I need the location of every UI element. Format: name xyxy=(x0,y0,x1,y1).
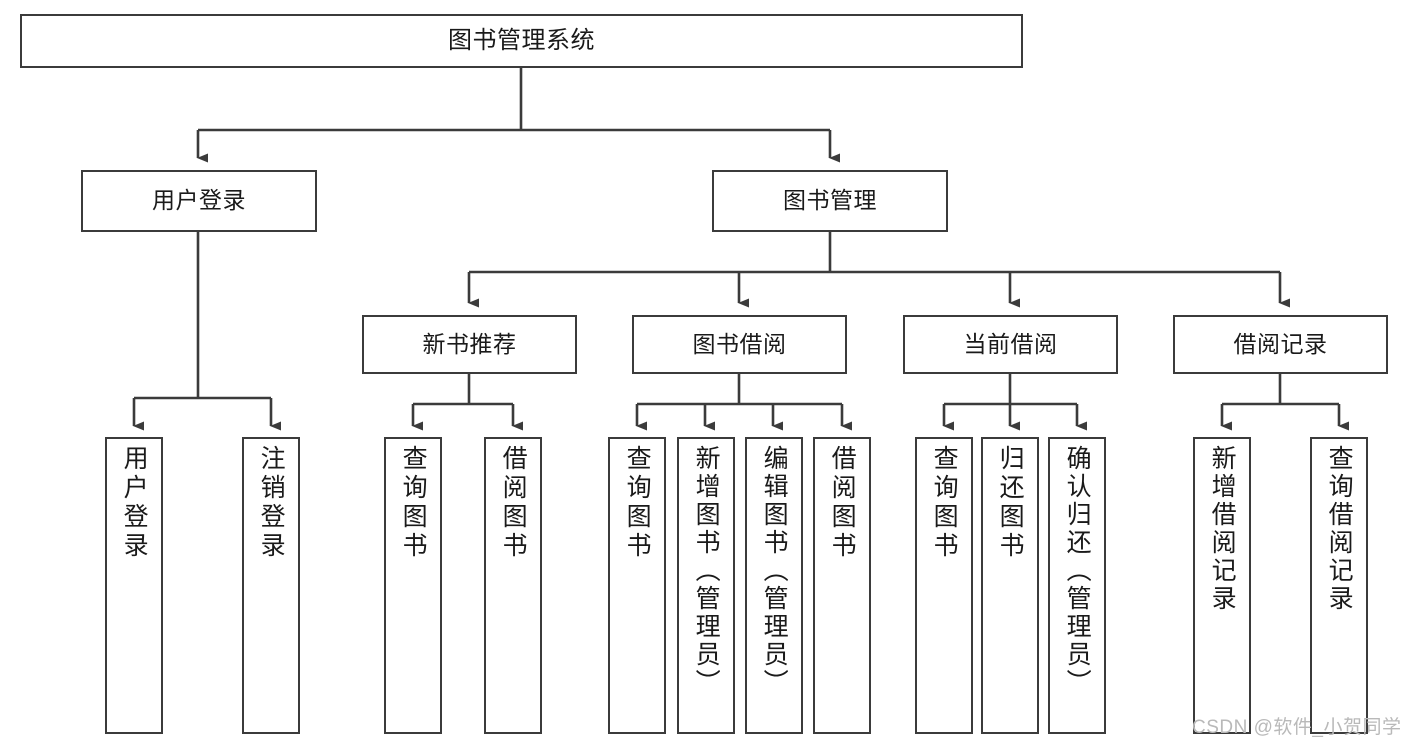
node-label: 当前借阅 xyxy=(963,330,1058,357)
leaf-user-login-login[interactable]: 用户登录 xyxy=(105,437,163,734)
node-label: 确认归还（管理员） xyxy=(1063,445,1092,697)
node-label: 查询图书 xyxy=(930,445,959,561)
node-label: 查询借阅记录 xyxy=(1325,445,1354,613)
node-label: 图书管理系统 xyxy=(448,26,595,54)
node-new-book-recommend[interactable]: 新书推荐 xyxy=(362,315,577,374)
leaf-recommend-query-book[interactable]: 查询图书 xyxy=(384,437,442,734)
leaf-record-query-record[interactable]: 查询借阅记录 xyxy=(1310,437,1368,734)
node-label: 查询图书 xyxy=(623,445,652,561)
leaf-borrow-edit-book-admin[interactable]: 编辑图书（管理员） xyxy=(745,437,803,734)
leaf-borrow-add-book-admin[interactable]: 新增图书（管理员） xyxy=(677,437,735,734)
node-user-login[interactable]: 用户登录 xyxy=(81,170,317,232)
leaf-current-confirm-return-admin[interactable]: 确认归还（管理员） xyxy=(1048,437,1106,734)
node-label: 编辑图书（管理员） xyxy=(760,445,789,697)
node-label: 借阅图书 xyxy=(499,445,528,561)
node-label: 新书推荐 xyxy=(422,330,517,357)
node-label: 新增借阅记录 xyxy=(1208,445,1237,613)
node-label: 图书借阅 xyxy=(692,330,787,357)
leaf-user-login-logout[interactable]: 注销登录 xyxy=(242,437,300,734)
leaf-borrow-borrow-book[interactable]: 借阅图书 xyxy=(813,437,871,734)
leaf-current-return-book[interactable]: 归还图书 xyxy=(981,437,1039,734)
node-borrow-record[interactable]: 借阅记录 xyxy=(1173,315,1388,374)
node-label: 用户登录 xyxy=(120,445,149,561)
node-label: 借阅图书 xyxy=(828,445,857,561)
node-label: 用户登录 xyxy=(152,187,246,214)
node-label: 查询图书 xyxy=(399,445,428,561)
node-book-management[interactable]: 图书管理 xyxy=(712,170,948,232)
leaf-record-add-record[interactable]: 新增借阅记录 xyxy=(1193,437,1251,734)
node-current-borrow[interactable]: 当前借阅 xyxy=(903,315,1118,374)
node-label: 图书管理 xyxy=(783,187,877,214)
node-label: 注销登录 xyxy=(257,445,286,561)
leaf-recommend-borrow-book[interactable]: 借阅图书 xyxy=(484,437,542,734)
node-root-system[interactable]: 图书管理系统 xyxy=(20,14,1023,68)
watermark-text: CSDN @软件_小贺同学 xyxy=(1192,717,1402,738)
node-label: 借阅记录 xyxy=(1233,330,1328,357)
node-label: 归还图书 xyxy=(996,445,1025,561)
leaf-current-query-book[interactable]: 查询图书 xyxy=(915,437,973,734)
node-label: 新增图书（管理员） xyxy=(692,445,721,697)
node-book-borrow[interactable]: 图书借阅 xyxy=(632,315,847,374)
leaf-borrow-query-book[interactable]: 查询图书 xyxy=(608,437,666,734)
